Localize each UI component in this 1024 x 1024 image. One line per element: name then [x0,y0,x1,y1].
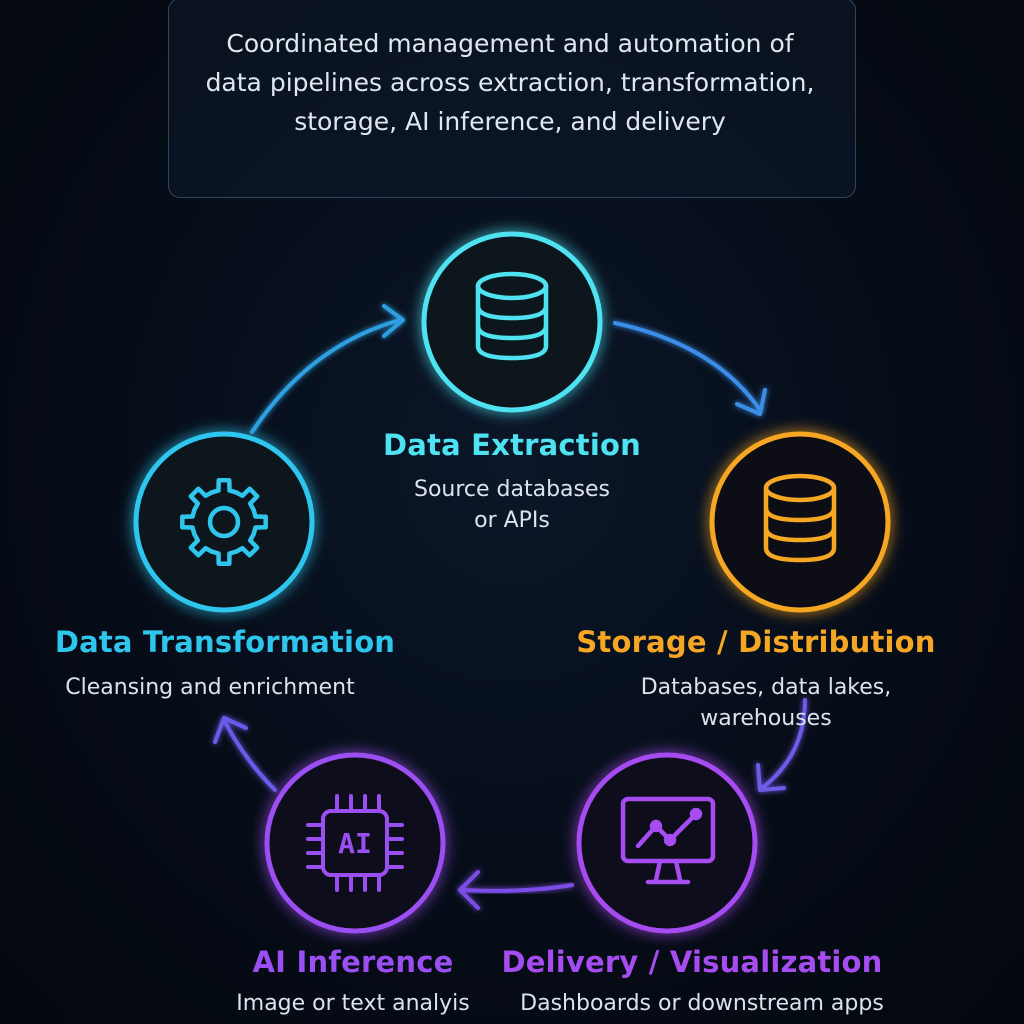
desc-line: Databases, data lakes, [640,675,892,700]
desc-line: warehouses [700,706,832,731]
desc-line: Source databases [413,477,610,502]
header-text: Coordinated management and automation of… [205,29,815,136]
stage-title-storage: Storage / Distribution [576,625,936,659]
stage-circle-extraction [421,231,603,413]
arrow-head-storage [735,388,767,416]
arrow-delivery-to-ai [460,883,574,893]
ai-chip-label: AI [338,827,372,860]
arrow-head-transformation [213,716,248,744]
stage-desc-delivery: Dashboards or downstream apps [500,988,904,1019]
stage-circle-ai: AI [264,752,446,934]
arrow-head-delivery [756,763,786,792]
stage-desc-extraction: Source databases or APIs [352,474,672,536]
stage-title-transformation: Data Transformation [54,625,396,659]
arrow-extraction-to-storage [613,321,762,412]
stage-circle-storage [709,431,891,613]
stage-circle-delivery [576,752,758,934]
database-icon [763,473,837,563]
stage-circle-transformation [133,431,315,613]
stage-desc-transformation: Cleansing and enrichment [40,672,380,703]
arrow-transformation-to-extraction [250,318,402,434]
arrow-ai-to-transformation [223,720,277,792]
stage-desc-storage: Databases, data lakes, warehouses [580,672,952,734]
ai-chip-icon [306,794,404,892]
stage-title-extraction: Data Extraction [383,428,641,462]
desc-line: Cleansing and enrichment [65,675,355,700]
stage-desc-ai: Image or text analyis [203,988,503,1019]
gear-icon [180,478,268,566]
arrow-storage-to-delivery [760,698,807,790]
desc-line: Image or text analyis [236,991,470,1016]
gear-outline [180,478,268,566]
header-box [168,0,856,198]
monitor-chart-icon [620,796,716,885]
stage-title-delivery: Delivery / Visualization [501,945,883,979]
desc-line: or APIs [474,508,550,533]
database-icon [475,271,549,361]
arrow-head-extraction [382,304,405,338]
desc-line: Dashboards or downstream apps [520,991,884,1016]
arrow-head-ai [458,870,480,910]
stage-title-ai: AI Inference [252,945,454,979]
gear-hub [207,505,241,539]
